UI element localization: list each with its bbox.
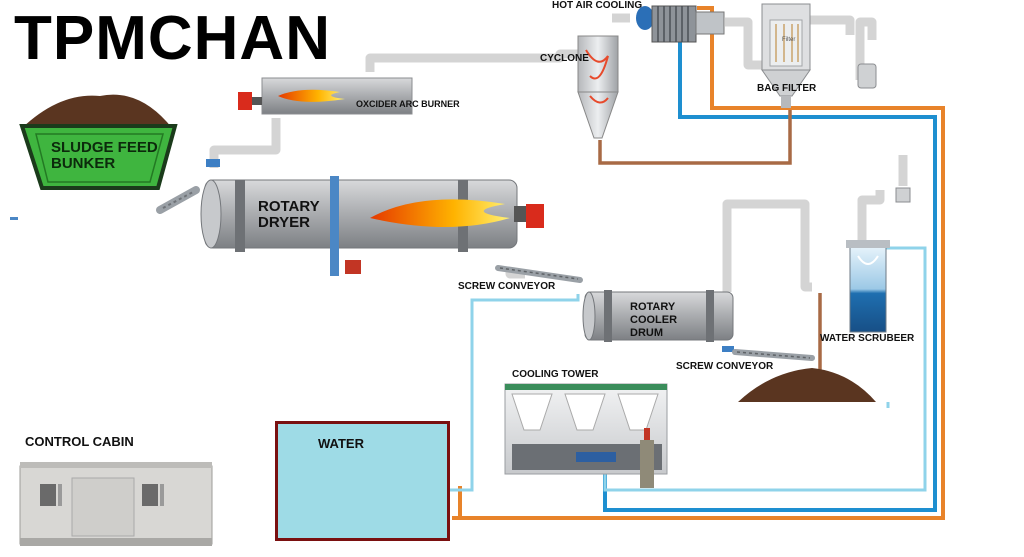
oxcider-arc-burner-label: OXCIDER ARC BURNER [356,99,460,109]
cyclone-label: CYCLONE [540,53,589,64]
filter-tag-label: Filter [782,37,796,43]
rotary-cooler-drum [582,290,734,352]
bag-filter-label: BAG FILTER [757,83,817,94]
rotary-dryer [200,159,544,276]
feed-screw-conveyor [10,186,200,220]
water-scrubber [846,187,911,333]
sludge-feed-bunker-label-2: BUNKER [51,155,116,172]
water-tank [275,421,450,541]
light-blue-pipe [447,246,927,492]
water-scrubber-label: WATER SCRUBEER [820,333,915,344]
blue-pipe [603,32,937,512]
brown-pipe [598,110,822,380]
brand-logo: TPMCHAN [14,4,331,73]
screw-conveyor-1-label: SCREW CONVEYOR [458,281,556,292]
rotary-cooler-label-2: COOLER [630,314,678,326]
output-sludge-pile [738,368,876,402]
hot-air-cooling-unit [636,5,725,43]
gas-ducts [209,13,908,292]
screw-conveyor-1 [495,265,583,283]
rotary-dryer-label-1: ROTARY [258,198,320,215]
screw-conveyor-2-label: SCREW CONVEYOR [676,361,774,372]
hot-air-cooling-label: HOT AIR COOLING [552,0,643,11]
sludge-feed-bunker-label-1: SLUDGE FEED [51,139,158,156]
control-cabin-label: CONTROL CABIN [25,434,134,449]
oxcider-arc-burner [238,77,413,115]
cyclone [577,35,619,139]
screw-conveyor-2 [732,349,815,361]
rotary-cooler-label-1: ROTARY [630,301,676,313]
sludge-feed-bunker [19,94,178,190]
cooling-tower [504,383,668,488]
water-tank-label: WATER [318,436,364,451]
rotary-dryer-label-2: DRYER [258,214,310,231]
cooling-tower-label: COOLING TOWER [512,369,599,380]
bag-filter [761,3,877,108]
rotary-cooler-label-3: DRUM [630,327,663,339]
control-cabin [19,462,213,546]
